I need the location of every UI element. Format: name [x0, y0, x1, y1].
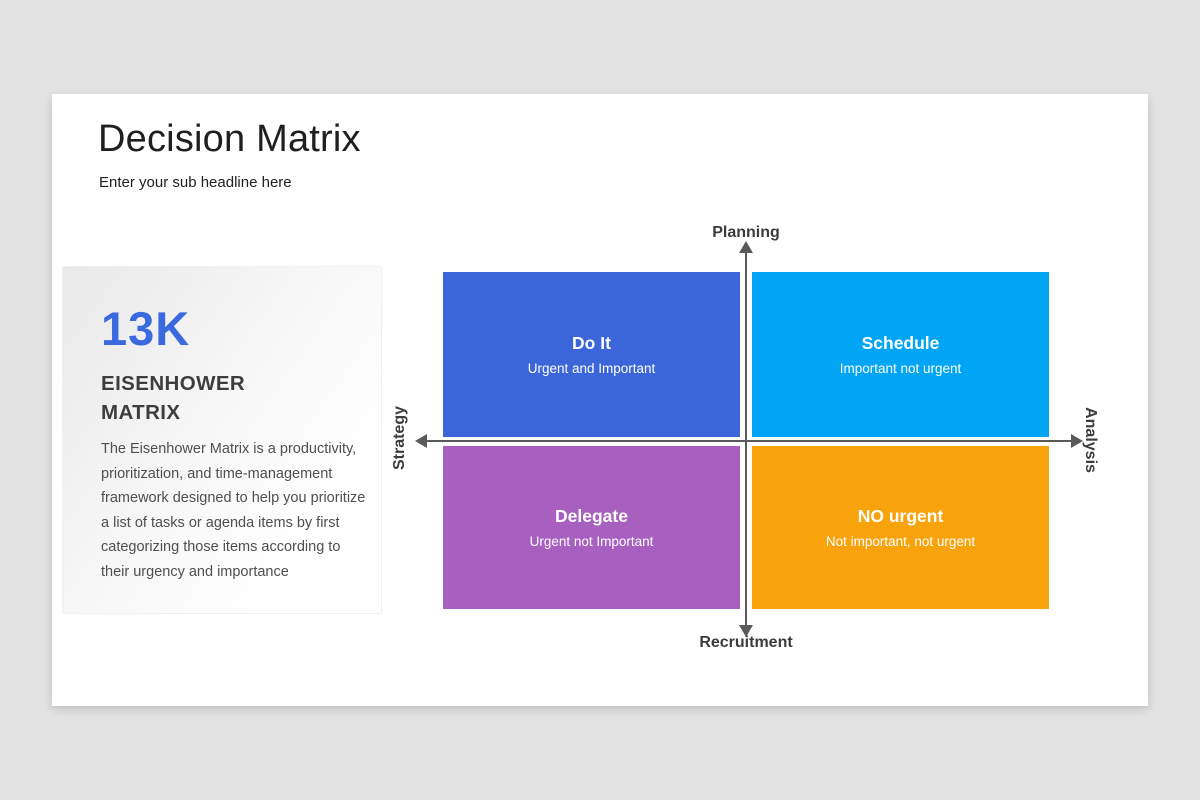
arrow-up-icon: [739, 241, 753, 253]
arrow-down-icon: [739, 625, 753, 637]
description-line: framework designed to help you prioritiz…: [101, 490, 366, 507]
quadrant-subtitle: Not important, not urgent: [825, 534, 976, 549]
axis-label-planning: Planning: [712, 224, 780, 241]
panel-heading-line: MATRIX: [101, 401, 181, 424]
quadrant-schedule: Schedule Important not urgent: [752, 272, 1049, 437]
panel-heading-line: EISENHOWER: [101, 372, 246, 395]
slide-canvas: Decision Matrix Enter your sub headline …: [52, 94, 1148, 706]
page-title: Decision Matrix: [98, 118, 361, 160]
description-line: The Eisenhower Matrix is a productivity,: [101, 441, 357, 457]
axis-label-strategy: Strategy: [391, 405, 408, 471]
quadrant-do-it: Do It Urgent and Important: [443, 272, 740, 437]
info-panel: 13K EISENHOWER MATRIX The Eisenhower Mat…: [62, 266, 382, 614]
quadrant-subtitle: Urgent and Important: [527, 361, 656, 376]
quadrant-subtitle: Urgent not Important: [529, 534, 654, 549]
quadrant-no-urgent: NO urgent Not important, not urgent: [752, 446, 1049, 609]
quadrant-delegate: Delegate Urgent not Important: [443, 446, 740, 609]
axis-label-analysis: Analysis: [1082, 407, 1099, 473]
panel-description: The Eisenhower Matrix is a productivity,…: [101, 437, 376, 585]
panel-heading: EISENHOWER MATRIX: [101, 369, 245, 427]
description-line: their urgency and importance: [101, 563, 289, 580]
quadrant-title: Delegate: [555, 506, 628, 526]
stat-value: 13K: [101, 302, 191, 355]
description-line: categorizing those items according to: [101, 539, 341, 556]
quadrant-title: NO urgent: [857, 506, 944, 526]
vertical-axis-line: [745, 251, 747, 627]
arrow-left-icon: [415, 434, 427, 448]
description-line: a list of tasks or agenda items by first: [101, 514, 340, 531]
horizontal-axis-line: [425, 440, 1073, 442]
arrow-right-icon: [1071, 434, 1083, 448]
page-subtitle: Enter your sub headline here: [99, 174, 292, 191]
quadrant-title: Schedule: [861, 333, 940, 353]
quadrant-title: Do It: [572, 333, 611, 353]
description-line: prioritization, and time-management: [101, 465, 333, 482]
axis-label-recruitment: Recruitment: [699, 634, 793, 651]
quadrant-subtitle: Important not urgent: [839, 361, 962, 376]
